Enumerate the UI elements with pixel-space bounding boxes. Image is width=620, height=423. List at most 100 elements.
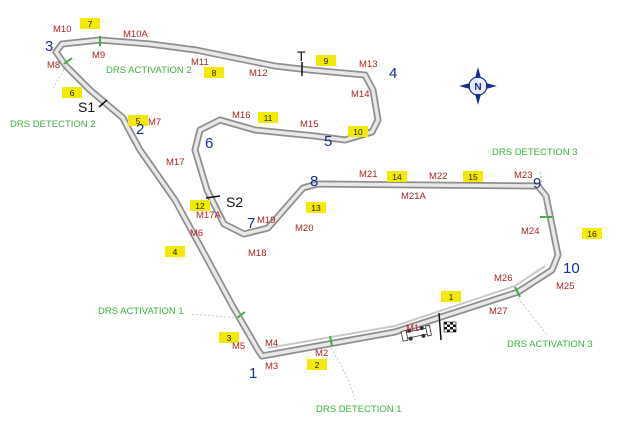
marker-label: M23 <box>514 170 532 181</box>
drs-leader-detection-1 <box>330 347 356 401</box>
svg-text:3: 3 <box>227 333 232 343</box>
turn-number: 9 <box>533 175 541 192</box>
drs-activation-3-label: DRS ACTIVATION 3 <box>507 339 593 350</box>
marker-labels: M1 M2 M3 M4 M5 M6 M7 M8 M9 M10 M10A M11 … <box>47 24 574 372</box>
svg-text:9: 9 <box>324 56 329 66</box>
turn-number: 4 <box>389 65 397 82</box>
turn-number: 3 <box>45 38 53 55</box>
drs-leader-activation-1 <box>189 313 239 319</box>
marker-label: M8 <box>47 60 60 71</box>
marker-label: M22 <box>429 171 447 182</box>
track <box>51 36 562 401</box>
marker-label: M14 <box>351 89 369 100</box>
checkered-flag-icon <box>443 321 457 333</box>
drs-activation-2-label: DRS ACTIVATION 2 <box>106 65 192 76</box>
turn-number: 2 <box>136 121 144 138</box>
sector-line-s1 <box>98 99 108 108</box>
marker-label: M10A <box>123 29 148 40</box>
flag-post: 7 <box>80 18 100 29</box>
marker-label: M5 <box>232 341 245 352</box>
flag-post: 4 <box>165 246 185 257</box>
finish-line <box>438 312 442 341</box>
compass-icon: N <box>459 67 497 105</box>
marker-label: M2 <box>315 348 328 359</box>
marker-label: M24 <box>521 226 539 237</box>
svg-text:12: 12 <box>195 201 205 211</box>
drs-detection-3-label: DRS DETECTION 3 <box>492 147 578 158</box>
drs-leader-detection-2 <box>51 65 67 91</box>
flag-post: 5 <box>128 115 148 126</box>
race-car-icon <box>400 324 432 342</box>
drs-leader-detection-3 <box>539 169 547 219</box>
timing-label: T <box>297 48 306 64</box>
flag-post: 14 <box>387 171 407 182</box>
drs-tick-activation-1 <box>236 311 246 319</box>
flag-post: 13 <box>306 202 326 213</box>
flag-post: 6 <box>62 87 82 98</box>
svg-text:7: 7 <box>88 19 93 29</box>
drs-detection-1-label: DRS DETECTION 1 <box>316 404 402 415</box>
marker-label: M15 <box>300 119 318 130</box>
turn-numbers: 1 2 3 4 5 6 7 8 9 10 <box>45 38 580 382</box>
turn-number: 7 <box>247 215 255 232</box>
flag-post: 12 <box>190 200 210 211</box>
flag-post: 3 <box>219 332 239 343</box>
drs-labels: DRS DETECTION 1 DRS DETECTION 2 DRS DETE… <box>10 65 593 415</box>
turn-number: 6 <box>205 135 213 152</box>
drs-leader-activation-3 <box>517 297 549 337</box>
pit-lane <box>267 265 546 349</box>
drs-tick-detection-2 <box>63 57 73 65</box>
turn-number: 8 <box>310 173 318 190</box>
turn-number: 5 <box>324 133 332 150</box>
flag-post: 10 <box>348 126 368 137</box>
flag-post: 16 <box>582 228 602 239</box>
svg-text:6: 6 <box>70 88 75 98</box>
sector-label: S1 <box>78 99 95 115</box>
svg-text:14: 14 <box>392 172 402 182</box>
svg-text:2: 2 <box>315 360 320 370</box>
flag-post: 9 <box>316 55 336 66</box>
turn-number: 1 <box>249 365 257 382</box>
marker-label: M12 <box>249 68 267 79</box>
svg-text:11: 11 <box>264 113 273 123</box>
svg-text:10: 10 <box>353 127 363 137</box>
flag-post: 15 <box>463 171 483 182</box>
marker-label: M3 <box>265 361 278 372</box>
marker-label: M25 <box>556 281 574 292</box>
svg-text:13: 13 <box>311 203 321 213</box>
marker-label: M21 <box>359 169 377 180</box>
flag-post: 11 <box>258 112 278 123</box>
marker-label: M26 <box>494 273 512 284</box>
svg-text:4: 4 <box>173 247 178 257</box>
marker-label: M21A <box>401 191 426 202</box>
drs-tick-detection-1 <box>329 335 333 347</box>
marker-label: M20 <box>295 223 313 234</box>
marker-label: M27 <box>489 306 507 317</box>
svg-text:5: 5 <box>136 116 141 126</box>
turn-number: 10 <box>563 260 580 277</box>
svg-text:1: 1 <box>449 292 454 302</box>
drs-tick-activation-3 <box>514 286 521 298</box>
sector-line-s2 <box>205 195 221 199</box>
flag-posts: 1 2 3 4 5 6 7 8 9 10 11 12 13 14 15 16 <box>62 18 602 370</box>
compass-label: N <box>474 82 481 93</box>
marker-label: M4 <box>265 338 278 349</box>
flag-post: 1 <box>441 291 461 302</box>
sector-label: S2 <box>226 194 243 210</box>
flag-post: 8 <box>204 67 224 78</box>
marker-label: M13 <box>359 59 377 70</box>
marker-label: M18 <box>248 248 266 259</box>
track-surface <box>54 38 560 358</box>
marker-label: M19 <box>257 215 275 226</box>
svg-text:15: 15 <box>468 172 478 182</box>
drs-activation-1-label: DRS ACTIVATION 1 <box>98 306 184 317</box>
marker-label: M1 <box>406 323 419 334</box>
marker-label: M17A <box>196 210 221 221</box>
marker-label: M9 <box>92 50 105 61</box>
drs-detection-2-label: DRS DETECTION 2 <box>10 119 96 130</box>
sector-labels: S1 S2 T <box>78 48 306 210</box>
marker-label: M6 <box>190 228 203 239</box>
marker-label: M11 <box>191 57 209 68</box>
marker-label: M17 <box>166 157 184 168</box>
